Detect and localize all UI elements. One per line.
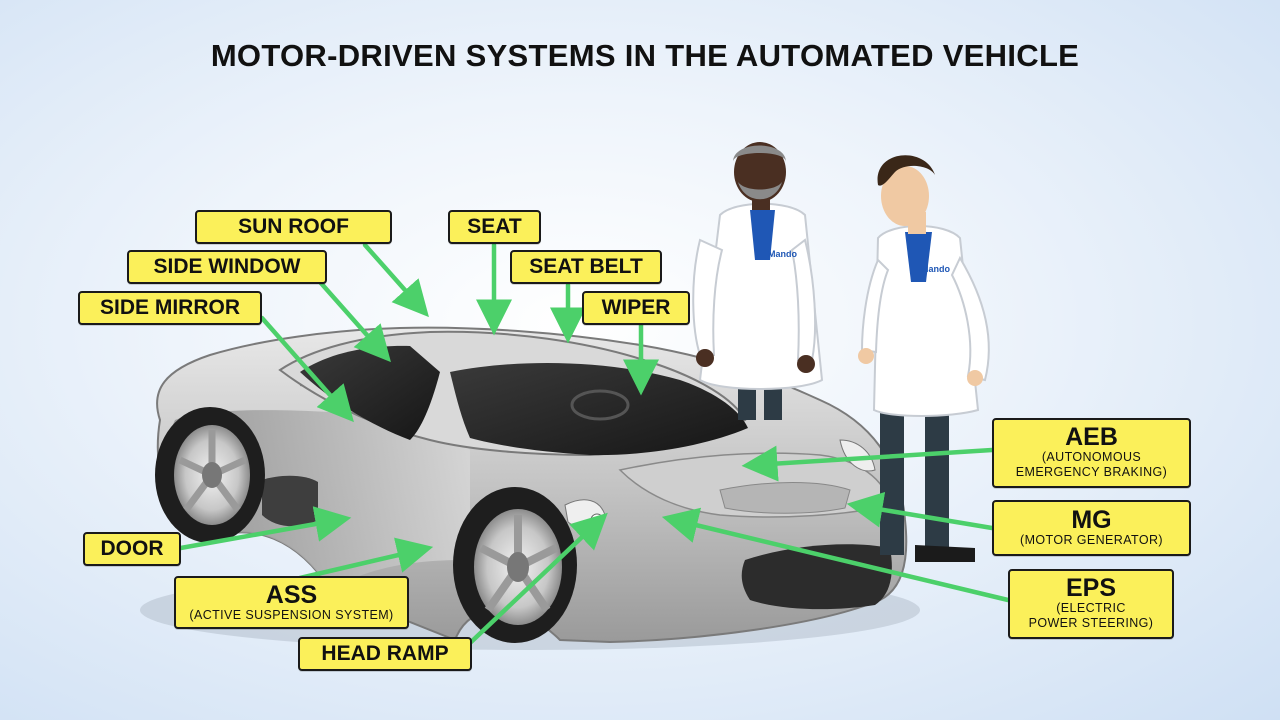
aeb-desc-2: EMERGENCY BRAKING) [1015, 465, 1168, 479]
arrow-eps [661, 507, 1011, 603]
mg-desc: (MOTOR GENERATOR) [1020, 533, 1163, 547]
label-seat-belt: SEAT BELT [510, 250, 662, 284]
eps-desc-2: POWER STEERING) [1028, 616, 1154, 630]
arrow-door [172, 506, 352, 552]
arrow-mg [846, 491, 995, 531]
label-seat: SEAT [448, 210, 541, 244]
arrow-ass [297, 537, 434, 581]
label-mg: MG (MOTOR GENERATOR) [992, 500, 1191, 556]
label-side-mirror: SIDE MIRROR [78, 291, 262, 325]
mg-name: MG [1071, 506, 1112, 534]
label-eps: EPS (ELECTRIC POWER STEERING) [1008, 569, 1174, 639]
aeb-name: AEB [1065, 423, 1118, 451]
label-aeb: AEB (AUTONOMOUS EMERGENCY BRAKING) [992, 418, 1191, 488]
arrow-side-window [317, 279, 391, 363]
label-head-ramp: HEAD RAMP [298, 637, 472, 671]
page-title: MOTOR-DRIVEN SYSTEMS IN THE AUTOMATED VE… [210, 38, 1080, 73]
engineer-senior: Mando [692, 142, 824, 420]
label-side-window: SIDE WINDOW [127, 250, 327, 284]
coat-logo: Mando [921, 264, 950, 274]
arrow-head-ramp [467, 512, 608, 646]
arrow-side-mirror [259, 315, 354, 423]
ass-desc: (ACTIVE SUSPENSION SYSTEM) [189, 608, 394, 622]
coat-logo: Mando [768, 249, 797, 259]
engineer-junior: Mando [858, 155, 990, 562]
label-sun-roof: SUN ROOF [195, 210, 392, 244]
label-wiper: WIPER [582, 291, 690, 325]
front-wheel [453, 487, 577, 643]
ass-name: ASS [265, 581, 318, 609]
arrow-sun-roof [362, 242, 429, 318]
eps-name: EPS [1065, 574, 1117, 602]
rear-wheel [155, 407, 265, 543]
label-ass: ASS (ACTIVE SUSPENSION SYSTEM) [174, 576, 409, 629]
arrow-aeb [741, 445, 995, 482]
eps-desc-1: (ELECTRIC [1056, 601, 1126, 615]
aeb-desc-1: (AUTONOMOUS [1041, 450, 1142, 464]
label-door: DOOR [83, 532, 181, 566]
